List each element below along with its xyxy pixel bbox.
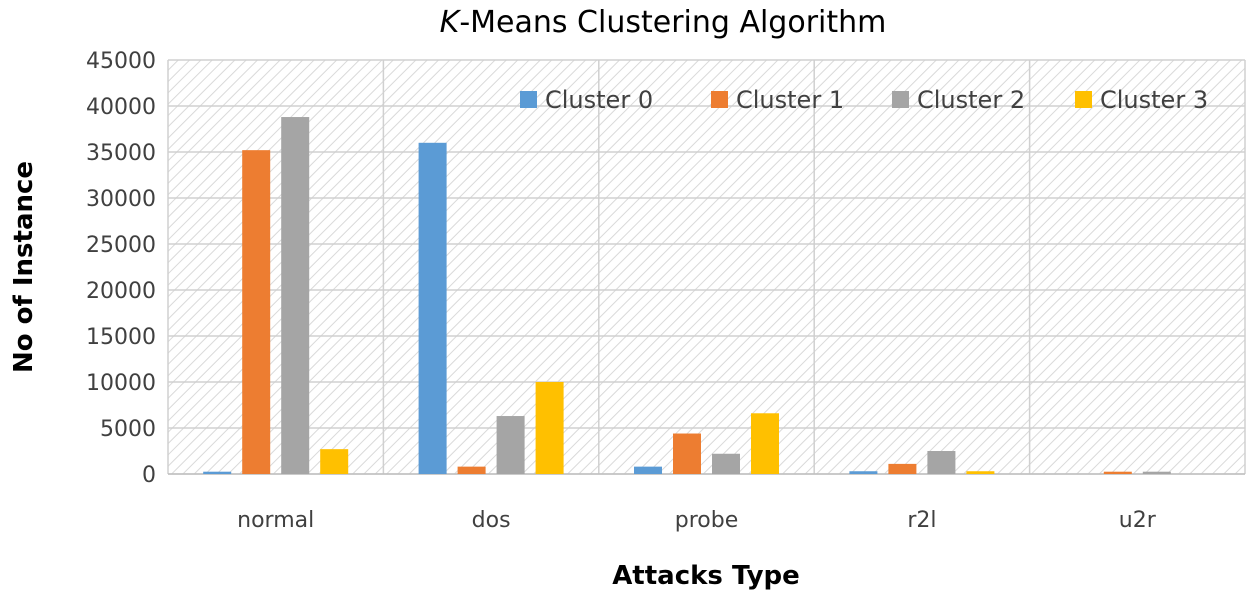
legend: Cluster 0 Cluster 1 Cluster 2 Cluster 3 bbox=[520, 86, 1208, 114]
legend-label: Cluster 1 bbox=[736, 86, 844, 114]
bar-probe-cluster-0 bbox=[634, 466, 662, 474]
legend-swatch bbox=[520, 91, 537, 108]
legend-swatch bbox=[711, 91, 728, 108]
bar-probe-cluster-1 bbox=[673, 433, 701, 474]
bars bbox=[203, 117, 1171, 475]
x-axis-title: Attacks Type bbox=[612, 561, 800, 591]
y-tick-label: 45000 bbox=[86, 49, 156, 74]
bar-probe-cluster-2 bbox=[712, 453, 740, 474]
bar-r2l-cluster-0 bbox=[849, 471, 878, 474]
bar-r2l-cluster-3 bbox=[966, 471, 995, 474]
y-axis-ticks: 0 5000 10000 15000 20000 25000 30000 35000 40000… bbox=[86, 49, 156, 488]
bar-dos-cluster-0 bbox=[418, 142, 447, 475]
legend-swatch bbox=[892, 91, 909, 108]
legend-label: Cluster 3 bbox=[1100, 86, 1208, 114]
y-tick-label: 25000 bbox=[86, 233, 156, 258]
chart-title-rest: -Means Clustering Algorithm bbox=[459, 5, 886, 40]
x-tick-label: u2r bbox=[1119, 508, 1157, 533]
y-tick-label: 35000 bbox=[86, 141, 156, 166]
legend-label: Cluster 2 bbox=[917, 86, 1025, 114]
bar-probe-cluster-3 bbox=[751, 413, 779, 474]
bar-u2r-cluster-1 bbox=[1103, 471, 1132, 474]
bar-dos-cluster-3 bbox=[535, 382, 564, 474]
gridlines bbox=[167, 59, 1246, 475]
bar-r2l-cluster-1 bbox=[888, 463, 917, 474]
x-tick-label: dos bbox=[472, 508, 511, 533]
plot-area bbox=[168, 60, 1245, 474]
bar-normal-cluster-1 bbox=[242, 150, 271, 474]
legend-swatch bbox=[1075, 91, 1092, 108]
chart-title: K-Means Clustering Algorithm bbox=[440, 5, 887, 40]
x-tick-label: r2l bbox=[907, 508, 936, 533]
y-tick-label: 20000 bbox=[86, 279, 156, 304]
y-tick-label: 40000 bbox=[86, 95, 156, 120]
bar-dos-cluster-2 bbox=[496, 416, 525, 474]
y-tick-label: 10000 bbox=[86, 371, 156, 396]
bar-normal-cluster-2 bbox=[281, 117, 310, 474]
bar-u2r-cluster-2 bbox=[1142, 471, 1171, 474]
y-tick-label: 15000 bbox=[86, 325, 156, 350]
bar-dos-cluster-1 bbox=[457, 466, 486, 474]
x-tick-label: normal bbox=[237, 508, 314, 533]
bar-normal-cluster-3 bbox=[320, 449, 349, 474]
y-axis-title: No of Instance bbox=[9, 161, 39, 373]
x-axis-ticks: normal dos probe r2l u2r bbox=[237, 508, 1157, 533]
x-tick-label: probe bbox=[675, 508, 739, 533]
y-tick-label: 5000 bbox=[100, 417, 156, 442]
bar-normal-cluster-0 bbox=[203, 471, 232, 474]
bar-r2l-cluster-2 bbox=[927, 451, 956, 474]
chart-title-italic: K bbox=[440, 5, 462, 40]
legend-label: Cluster 0 bbox=[545, 86, 653, 114]
y-tick-label: 0 bbox=[142, 463, 156, 488]
y-tick-label: 30000 bbox=[86, 187, 156, 212]
